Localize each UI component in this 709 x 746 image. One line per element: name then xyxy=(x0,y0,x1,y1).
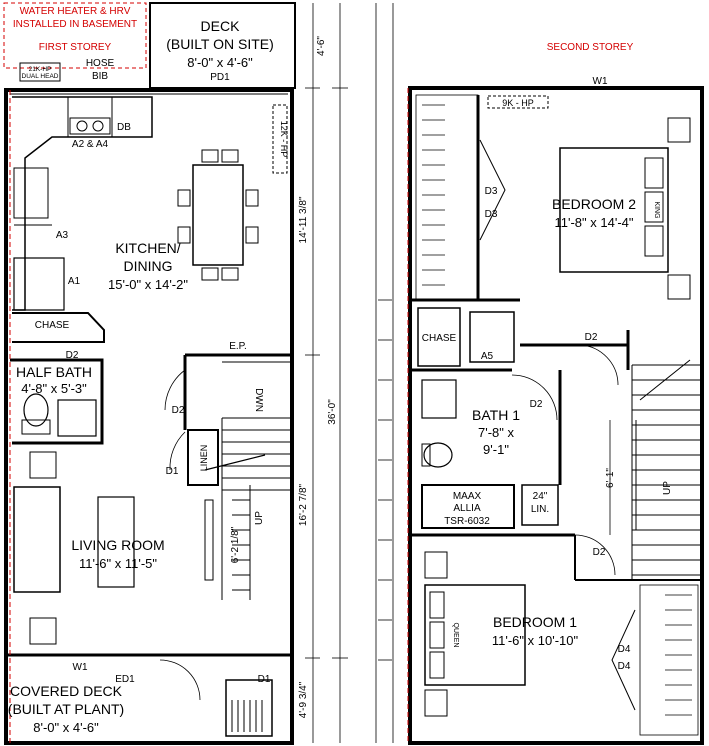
tag-up-first: UP xyxy=(254,511,265,525)
kitchen-title-2: DINING xyxy=(124,258,173,274)
stairs-second xyxy=(631,359,702,580)
tag-maax-3: TSR-6032 xyxy=(444,516,490,527)
linen-closet xyxy=(187,429,219,486)
tag-dwn: DWN xyxy=(253,388,264,412)
tag-12k-hp: 12K - HP xyxy=(279,121,289,158)
tag-w1-second: W1 xyxy=(593,76,608,87)
deck-subtitle: (BUILT ON SITE) xyxy=(166,36,274,52)
tag-linen: LINEN xyxy=(199,445,209,472)
bath1-dims-2: 9'-1" xyxy=(483,442,509,457)
bath1-title: BATH 1 xyxy=(472,407,520,423)
deck-tag: PD1 xyxy=(210,72,230,83)
tag-d2-bed1: D2 xyxy=(593,547,606,558)
half-bath-title: HALF BATH xyxy=(16,364,92,380)
covered-deck-dims: 8'-0" x 4'-6" xyxy=(33,720,99,735)
note-water-heater-2: INSTALLED IN BASEMENT xyxy=(13,19,137,30)
king-bed xyxy=(559,147,669,273)
half-bath-dims: 4'-8" x 5'-3" xyxy=(21,381,87,396)
half-bath-wall xyxy=(10,358,104,445)
tag-w1-first: W1 xyxy=(73,662,88,673)
tag-d1-linen: D1 xyxy=(166,466,179,477)
bedroom2-dims: 11'-8" x 14'-4" xyxy=(555,215,634,230)
tag-king: KING xyxy=(653,201,660,218)
tag-a5: A5 xyxy=(481,351,494,362)
dim-kitchen-length: 14'-11 3/8" xyxy=(298,196,309,243)
first-exterior-wall xyxy=(4,88,294,745)
tag-d4-lower: D4 xyxy=(618,661,631,672)
tag-d3-lower: D3 xyxy=(485,209,498,220)
tag-ep: E.P. xyxy=(229,341,247,352)
hose-bib-2: BIB xyxy=(92,71,108,82)
heater-box-label-1: 21K-HP xyxy=(29,66,52,73)
second-storey-label: SECOND STOREY xyxy=(547,42,634,53)
tag-9k-hp: 9K - HP xyxy=(502,98,534,108)
bedroom1-title: BEDROOM 1 xyxy=(493,614,577,630)
tag-maax-2: ALLIA xyxy=(453,503,481,514)
tag-ed1: ED1 xyxy=(115,674,135,685)
dim-deck-depth: 4'-6" xyxy=(316,36,327,56)
dim-living-length: 16'-2 7/8" xyxy=(298,483,309,526)
kitchen-dims: 15'-0" x 14'-2" xyxy=(108,277,188,292)
bedroom1-dims: 11'-6" x 10'-10" xyxy=(492,633,579,648)
covered-deck-title: COVERED DECK xyxy=(10,683,123,699)
tag-db: DB xyxy=(117,122,131,133)
tag-a3: A3 xyxy=(56,230,69,241)
stairs-first xyxy=(204,417,290,600)
kitchen-title-1: KITCHEN/ xyxy=(115,240,180,256)
sofa xyxy=(13,486,61,593)
tag-maax-1: MAAX xyxy=(453,491,482,502)
tag-a2a4: A2 & A4 xyxy=(72,139,109,150)
tag-d4-upper: D4 xyxy=(618,644,631,655)
first-storey-label: FIRST STOREY xyxy=(39,42,112,53)
tag-chase-second: CHASE xyxy=(422,333,457,344)
living-dims: 11'-6" x 11'-5" xyxy=(79,556,157,571)
dim-overall: 36'-0" xyxy=(327,399,338,425)
living-title: LIVING ROOM xyxy=(71,537,164,553)
covered-deck-subtitle: (BUILT AT PLANT) xyxy=(8,701,124,717)
deck-title: DECK xyxy=(201,18,241,34)
tag-d1-deck: D1 xyxy=(258,674,271,685)
tag-d2-bed2: D2 xyxy=(585,332,598,343)
hose-bib-1: HOSE xyxy=(86,58,115,69)
tag-queen: QUEEN xyxy=(452,623,459,648)
dining-table xyxy=(192,164,244,266)
tag-a1: A1 xyxy=(68,276,81,287)
tag-d2-halfbath: D2 xyxy=(66,350,79,361)
dim-upper-stair: 6'-1" xyxy=(605,468,616,488)
dim-covered-depth: 4'-9 3/4" xyxy=(298,681,309,718)
heater-box-label-2: DUAL HEAD xyxy=(22,73,59,80)
tag-d2-stair: D2 xyxy=(172,405,185,416)
bath1-dims-1: 7'-8" x xyxy=(478,425,514,440)
note-water-heater-1: WATER HEATER & HRV xyxy=(20,6,131,17)
tag-up-second: UP xyxy=(662,481,673,495)
plan-labels: WATER HEATER & HRV INSTALLED IN BASEMENT… xyxy=(8,6,673,735)
bath-wall xyxy=(410,368,575,537)
second-exterior-wall xyxy=(408,86,704,745)
deck-dims: 8'-0" x 4'-6" xyxy=(187,55,253,70)
second-storey-plan xyxy=(375,3,704,745)
queen-bed xyxy=(424,584,526,686)
first-storey-plan xyxy=(3,2,348,745)
tag-d3-upper: D3 xyxy=(485,186,498,197)
dim-stair-width: 6'-2 1/8" xyxy=(230,526,241,563)
tag-lin-2: LIN. xyxy=(531,504,549,515)
tag-lin-1: 24" xyxy=(533,491,548,502)
tag-chase-first: CHASE xyxy=(35,320,70,331)
bedroom2-title: BEDROOM 2 xyxy=(552,196,636,212)
tag-d2-bath: D2 xyxy=(530,399,543,410)
